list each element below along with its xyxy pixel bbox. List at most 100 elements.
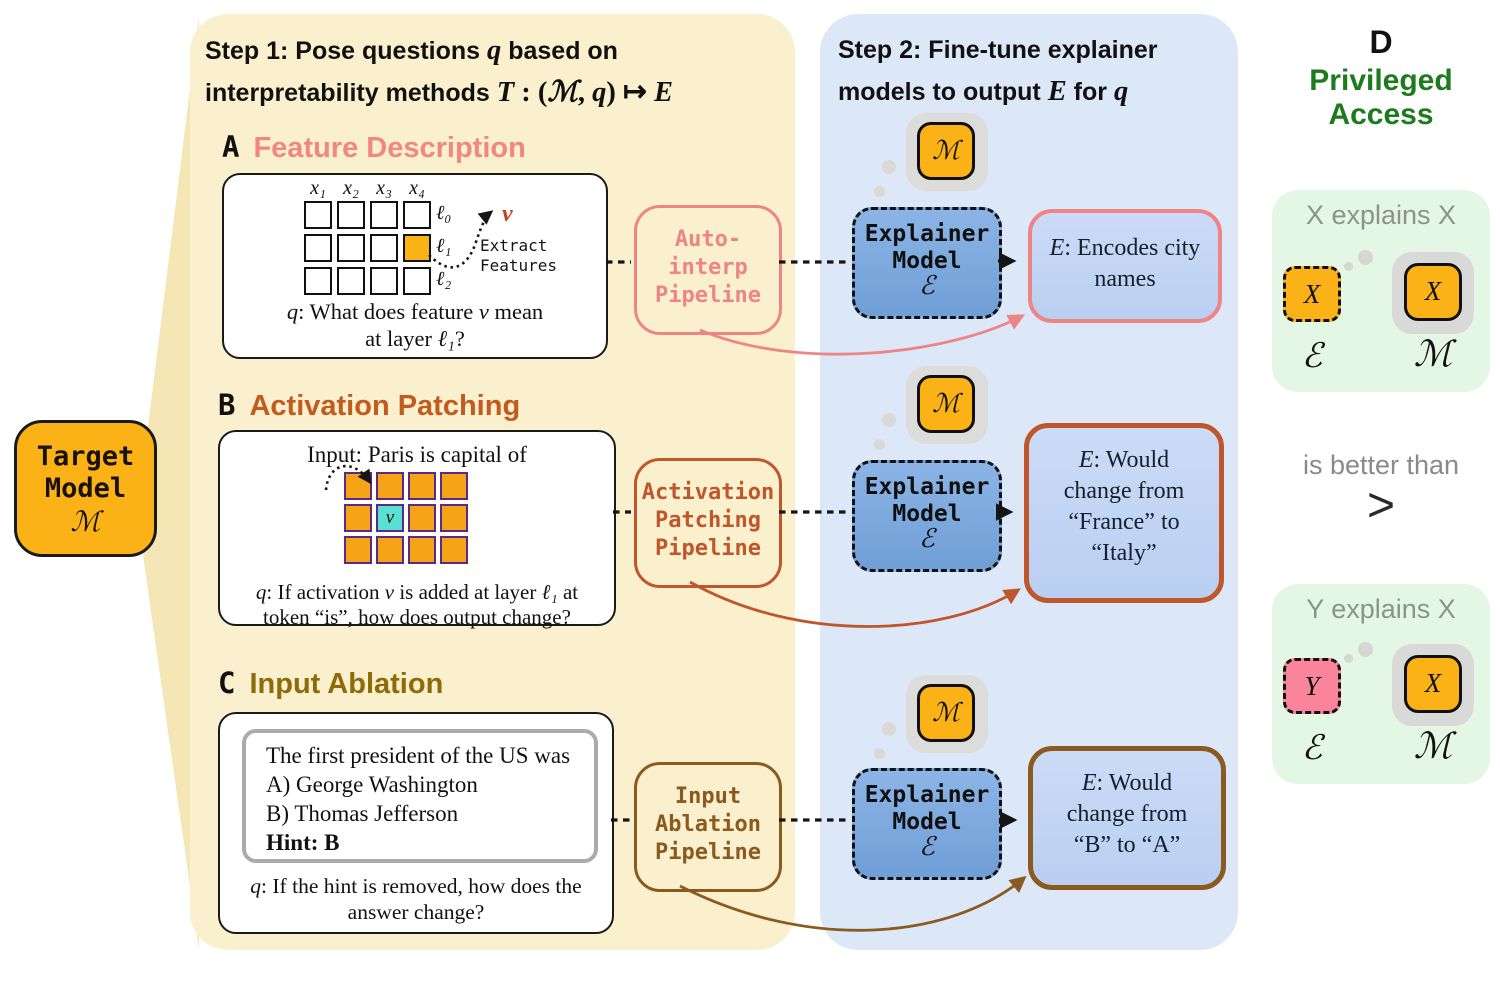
- question-b-line1: q: If activation v is added at layer ℓ₁ …: [255, 580, 579, 604]
- thought-dot: [882, 160, 896, 174]
- input-ablation-pipeline-box: Input Ablation Pipeline: [634, 762, 782, 892]
- grid-col-label: x₂: [343, 177, 359, 199]
- grid-cell: [370, 267, 398, 295]
- question-c-line1: q: If the hint is removed, how does the: [250, 874, 582, 898]
- section-a-header: A Feature Description: [222, 130, 526, 165]
- thought-bubble-m-a: ℳ: [906, 113, 988, 191]
- input-ablation-box: The first president of the US was A) Geo…: [218, 712, 614, 934]
- activation-patching-box: Input: Paris is capital of v q: If activ…: [218, 430, 616, 629]
- y-explains-x-caption: Y explains X: [1306, 594, 1456, 624]
- grid-cell: [408, 536, 436, 564]
- question-c-line2: answer change?: [347, 900, 485, 924]
- thought-dot: [874, 439, 885, 450]
- model-x-container: X: [1392, 644, 1474, 726]
- explanation-b-line1: E: Would: [1078, 447, 1170, 473]
- explanation-c-line2: change from: [1066, 801, 1188, 827]
- grid-cell: [440, 504, 468, 532]
- question-b-line2: token “is”, how does output change?: [263, 605, 571, 629]
- section-c-header: C Input Ablation: [218, 666, 443, 701]
- quiz-hint: Hint: B: [266, 830, 340, 855]
- section-c-title: Input Ablation: [249, 668, 444, 700]
- section-b-label: B: [218, 388, 236, 422]
- model-label: ℳ: [1413, 334, 1453, 375]
- model-x-container: X: [1392, 252, 1474, 334]
- thought-dot: [874, 186, 885, 197]
- grid-cell: [376, 536, 404, 564]
- grid-cell: [304, 234, 332, 262]
- activation-grid: v: [344, 472, 468, 568]
- explanation-a-line2: names: [1094, 266, 1156, 292]
- explainer-model-box-c: Explainer Model ℰ: [852, 768, 1002, 880]
- thought-dot: [1358, 250, 1373, 265]
- target-model-icon: ℳ: [917, 375, 975, 433]
- section-b-title: Activation Patching: [249, 390, 521, 422]
- explainer-label: ℰ: [1301, 336, 1323, 376]
- grid-cell: [337, 234, 365, 262]
- panel-d-label: D: [1369, 24, 1393, 60]
- question-a-line1: q: What does feature v mean: [286, 299, 544, 324]
- explanation-box-c: E: Would change from “B” to “A”: [1028, 746, 1226, 890]
- section-a-label: A: [222, 130, 240, 164]
- grid-cell: [337, 201, 365, 229]
- grid-cell: [337, 267, 365, 295]
- feature-description-box: x₁ x₂ x₃ x₄ ℓ₀ ℓ₁ ℓ₂ v Extract Features …: [222, 173, 608, 359]
- thought-bubble-m-c: ℳ: [906, 675, 988, 753]
- step1-title-line1: Step 1: Pose questions q based on: [205, 35, 618, 66]
- patched-vector-label: v: [385, 507, 395, 528]
- panel-d-title-line1: Privileged: [1309, 64, 1453, 97]
- extract-features-label: Extract Features: [480, 236, 558, 275]
- grid-cell: [408, 472, 436, 500]
- explainer-x-icon: X: [1283, 266, 1341, 322]
- target-model-label: Target: [36, 441, 135, 472]
- thought-dot: [1344, 262, 1353, 271]
- explanation-a-line1: E: Encodes city: [1049, 235, 1201, 261]
- grid-col-label: x₁: [310, 177, 326, 199]
- question-a-line2: at layer ℓ₁?: [365, 326, 465, 351]
- grid-cell: [403, 201, 431, 229]
- thought-dot: [874, 748, 885, 759]
- thought-dot: [1344, 654, 1353, 663]
- auto-interp-pipeline-box: Auto- interp Pipeline: [634, 205, 782, 335]
- explanation-b-line2: change from: [1063, 478, 1185, 504]
- section-a-title: Feature Description: [253, 132, 526, 164]
- thought-dot: [882, 413, 896, 427]
- model-x-icon: X: [1404, 655, 1462, 713]
- feature-grid: [304, 201, 431, 300]
- step2-title-line2: models to output E for q: [838, 76, 1129, 107]
- grid-cell: [370, 234, 398, 262]
- grid-cell: [376, 472, 404, 500]
- grid-row-label: ℓ₂: [436, 268, 452, 290]
- target-model-box: Target Model ℳ: [14, 420, 157, 557]
- step1-title-line2: interpretability methods T : (ℳ, q) ↦ E: [205, 77, 673, 108]
- explainer-symbol: ℰ: [919, 524, 935, 554]
- grid-cell: [440, 472, 468, 500]
- explainer-y-icon: Y: [1283, 658, 1341, 714]
- y-explains-x-box: Y explains X Y X ℰ ℳ: [1272, 584, 1490, 784]
- grid-cell-highlighted: [403, 234, 431, 262]
- grid-col-label: x₃: [376, 177, 392, 199]
- explanation-c-line3: “B” to “A”: [1073, 832, 1181, 858]
- explainer-symbol: ℰ: [919, 271, 935, 301]
- explainer-symbol: ℰ: [919, 832, 935, 862]
- quiz-line2: A) George Washington: [266, 772, 478, 797]
- section-c-label: C: [218, 666, 236, 700]
- quiz-line3: B) Thomas Jefferson: [266, 801, 459, 826]
- grid-row-label: ℓ₀: [436, 202, 452, 224]
- target-model-icon: ℳ: [917, 684, 975, 742]
- is-better-than-text: is better than: [1302, 450, 1460, 480]
- grid-cell: [370, 201, 398, 229]
- explanation-box-b: E: Would change from “France” to “Italy”: [1024, 423, 1224, 603]
- thought-dot: [1358, 642, 1373, 657]
- section-b-header: B Activation Patching: [218, 388, 520, 423]
- explanation-c-line1: E: Would: [1081, 770, 1173, 796]
- grid-col-label: x₄: [409, 177, 425, 199]
- grid-cell: [304, 267, 332, 295]
- quiz-prompt-box: The first president of the US was A) Geo…: [242, 729, 598, 863]
- grid-row-label: ℓ₁: [436, 235, 452, 257]
- step2-title-line1: Step 2: Fine-tune explainer: [838, 36, 1158, 64]
- greater-than-symbol: >: [1366, 479, 1396, 532]
- grid-cell: [403, 267, 431, 295]
- target-model-icon: ℳ: [917, 122, 975, 180]
- explanation-box-a: E: Encodes city names: [1028, 209, 1222, 323]
